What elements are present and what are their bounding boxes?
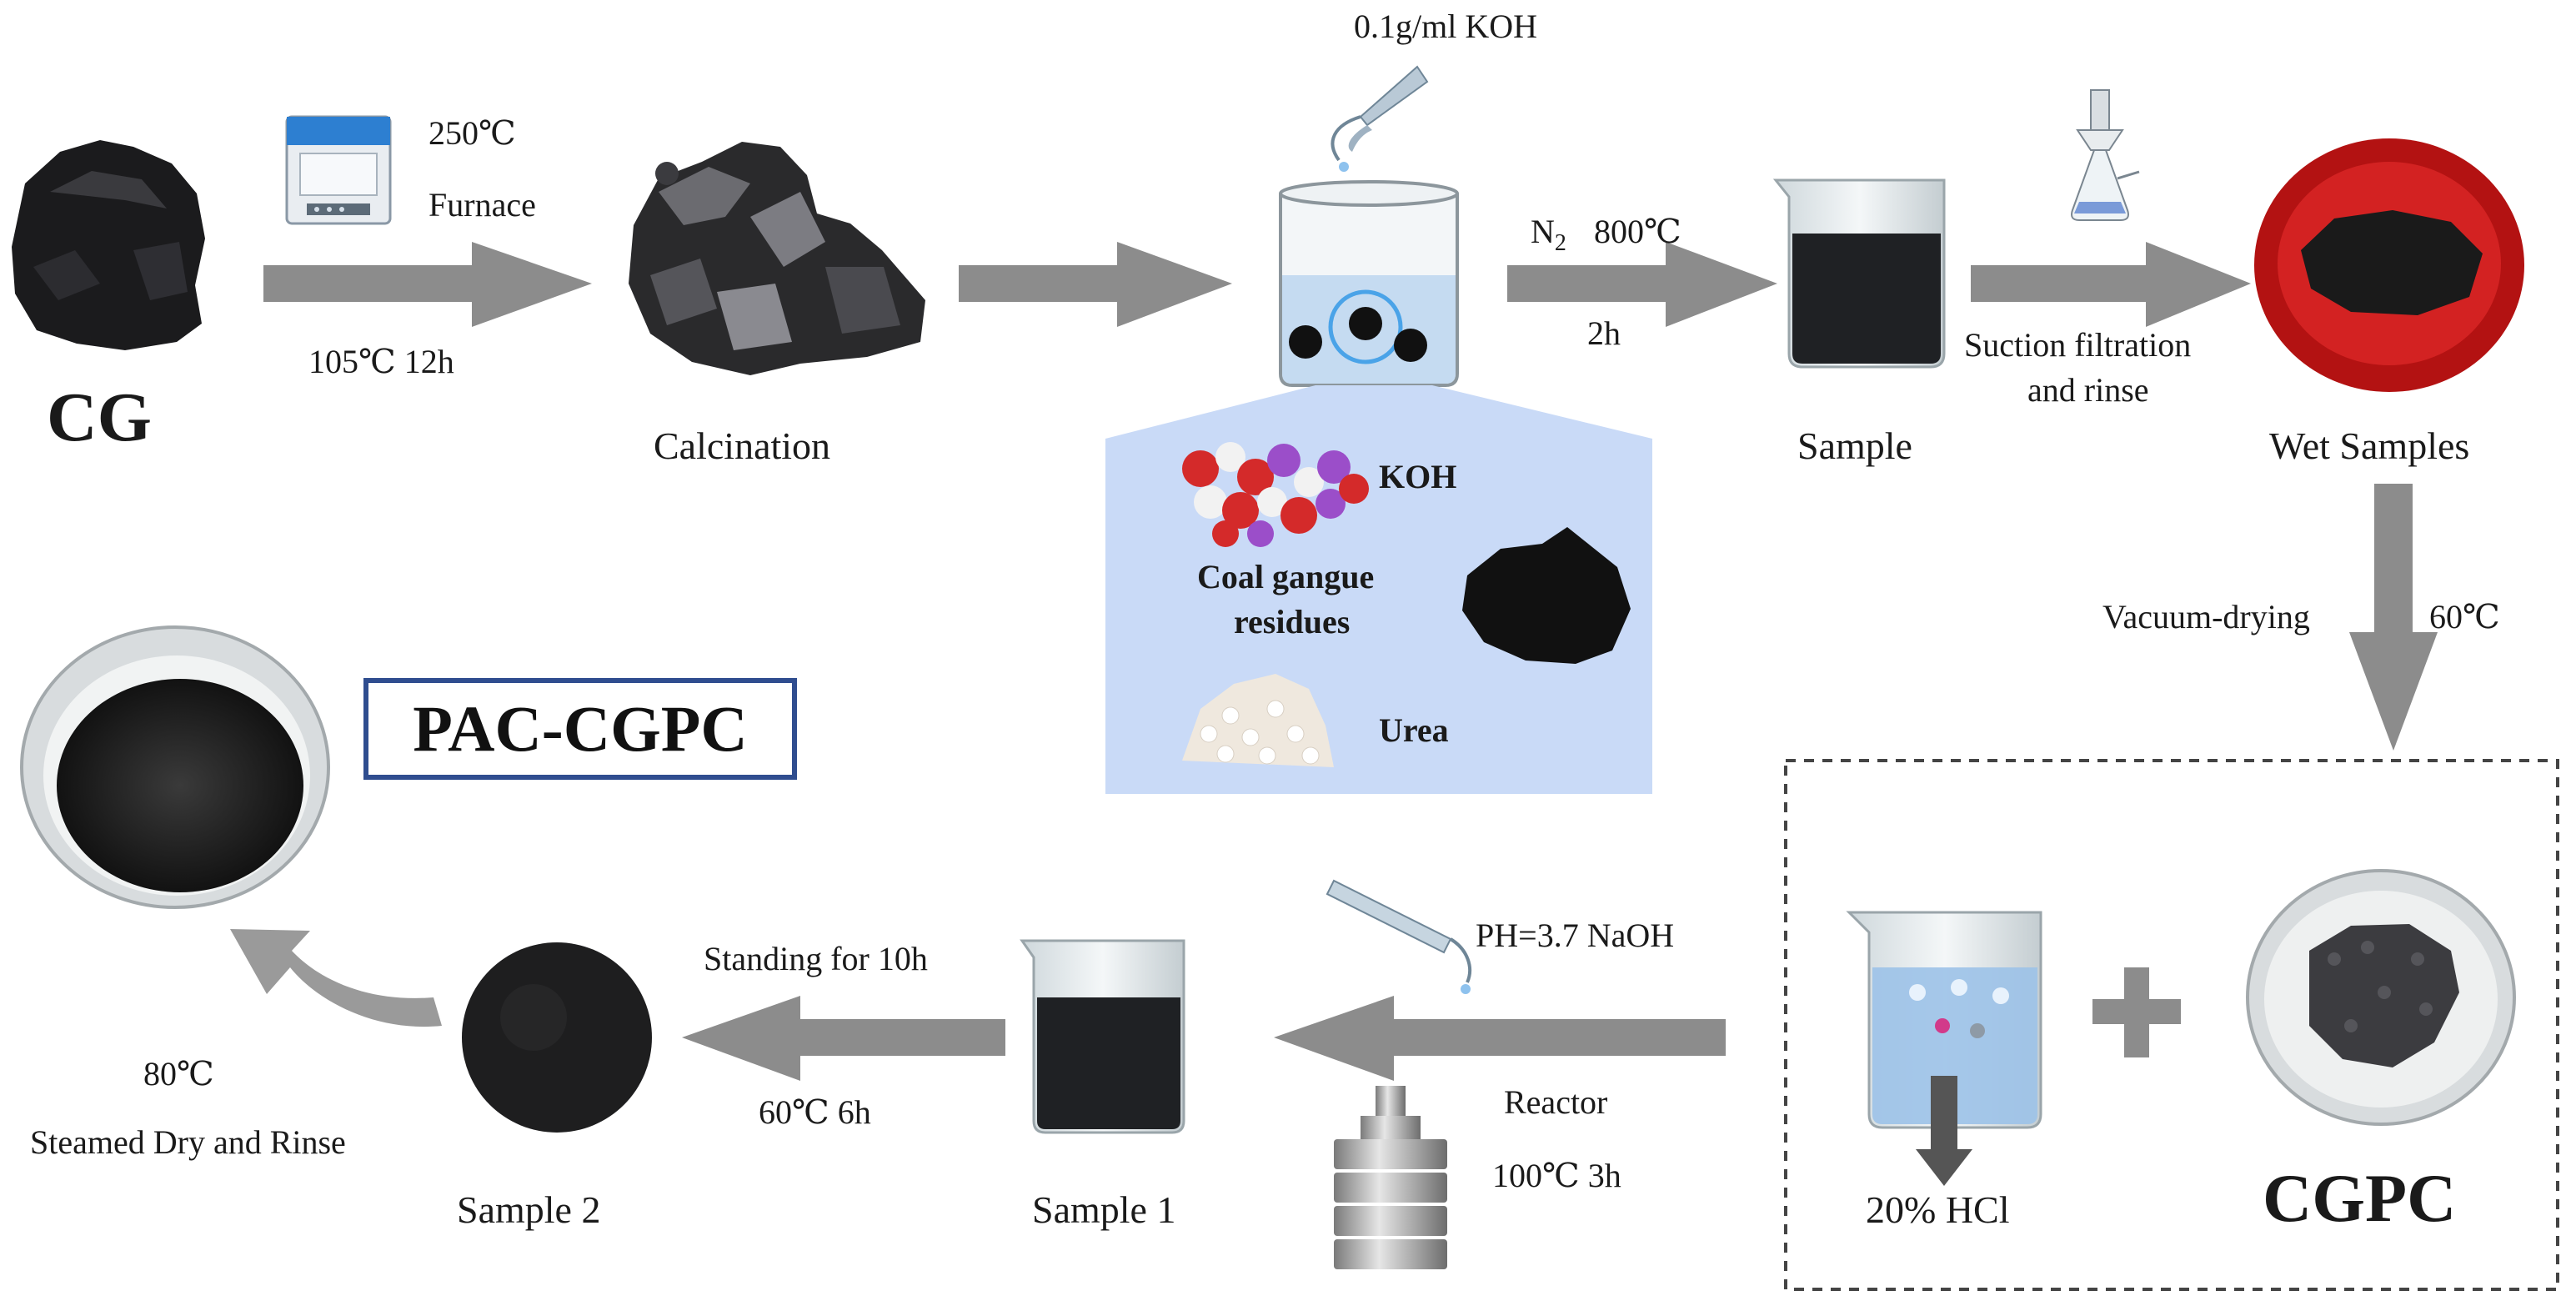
drying-condition-label: 105℃ 12h (308, 343, 454, 380)
hcl-beaker-image (1846, 911, 2042, 1129)
sample1-beaker-image (1020, 939, 1185, 1134)
aging-condition-label: 60℃ 6h (759, 1093, 871, 1131)
activation-temperature-label: 800℃ (1594, 213, 1681, 250)
nitrogen-subscript: 2 (1554, 230, 1566, 256)
koh-molecule-icon (1182, 442, 1369, 547)
steamed-dry-rinse-label: Steamed Dry and Rinse (30, 1123, 346, 1161)
reactor-label: Reactor (1504, 1083, 1608, 1121)
plus-icon (2092, 967, 2181, 1057)
sample-beaker-image (1772, 178, 1946, 369)
naoh-dropper-pipette-icon (1326, 879, 1472, 994)
cgpc-preparation-box (1784, 759, 2559, 1291)
pac-cgpc-title-box: PAC-CGPC (363, 678, 797, 780)
wet-samples-label: Wet Samples (2269, 424, 2470, 467)
and-rinse-label: and rinse (2027, 371, 2149, 409)
sample-label: Sample (1797, 424, 1912, 467)
arrow-sample2-to-product (230, 929, 442, 1027)
wet-samples-dish-image (2254, 138, 2524, 392)
coal-gangue-rock-image (12, 140, 205, 350)
suction-filtration-apparatus-icon (2071, 89, 2140, 221)
furnace-label: Furnace (428, 186, 536, 224)
activation-time-label: 2h (1587, 314, 1621, 352)
inset-koh-label: KOH (1379, 458, 1457, 495)
standing-label: Standing for 10h (704, 940, 928, 977)
sample1-label: Sample 1 (1032, 1188, 1176, 1231)
vacuum-drying-temperature-label: 60℃ (2429, 598, 2500, 635)
furnace-icon (285, 115, 392, 225)
vacuum-drying-label: Vacuum-drying (2102, 598, 2310, 635)
down-arrow-icon (1916, 1076, 1972, 1186)
arrow-cg-to-calcination (263, 242, 592, 327)
sample2-powder-image (462, 942, 652, 1133)
arrow-sample1-to-sample2 (682, 996, 1005, 1081)
pac-cgpc-petri-dish-image (20, 625, 330, 909)
coal-gangue-residue-powder-image (1462, 527, 1631, 664)
ph-naoh-label: PH=3.7 NaOH (1476, 917, 1675, 954)
pac-cgpc-label: PAC-CGPC (413, 692, 748, 765)
inset-residues-label: residues (1234, 603, 1351, 640)
nitrogen-symbol: N (1531, 213, 1555, 250)
cg-label: CG (47, 379, 152, 456)
arrow-calcination-to-beaker (959, 242, 1232, 327)
suction-filtration-label: Suction filtration (1964, 326, 2192, 364)
inset-coal-gangue-label: Coal gangue (1197, 558, 1375, 595)
inset-urea-label: Urea (1379, 711, 1449, 749)
dropper-pipette-icon (1331, 65, 1429, 172)
steam-temperature-label: 80℃ (143, 1055, 214, 1092)
furnace-temperature-label: 250℃ (428, 114, 516, 152)
cgpc-petri-dish-image (2246, 869, 2516, 1126)
calcination-label: Calcination (654, 424, 831, 467)
reactor-condition-label: 100℃ 3h (1492, 1157, 1621, 1194)
urea-granules-image (1182, 674, 1334, 767)
calcination-rock-image (629, 142, 925, 375)
hcl-label: 20% HCl (1866, 1188, 2010, 1231)
cgpc-label: CGPC (2263, 1160, 2457, 1236)
sample2-label: Sample 2 (457, 1188, 601, 1231)
arrow-beaker-to-sample (1507, 242, 1777, 327)
nitrogen-atmosphere-label: N2 (1531, 212, 1566, 257)
arrow-sample-to-wet-samples (1971, 242, 2251, 327)
koh-concentration-label: 0.1g/ml KOH (1354, 8, 1537, 45)
reaction-beaker-icon (1279, 180, 1459, 387)
arrow-cgpc-to-sample1 (1274, 996, 1726, 1081)
reactor-vessel-icon (1334, 1086, 1447, 1269)
arrow-wet-to-vacuum-drying (2349, 484, 2438, 751)
